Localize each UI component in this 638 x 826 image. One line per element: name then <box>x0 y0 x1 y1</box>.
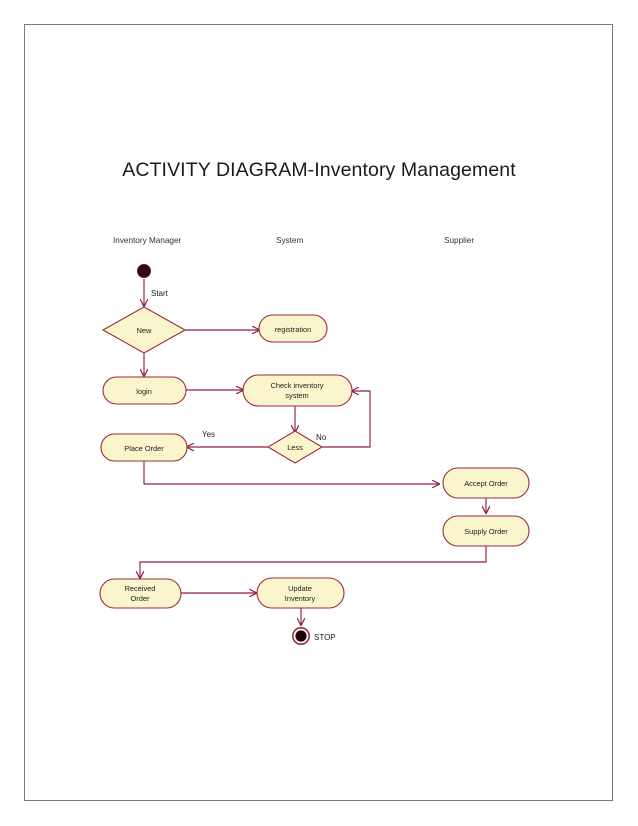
action-accept-order[interactable]: Accept Order <box>442 467 530 499</box>
action-update-inventory-label-line2: Inventory <box>285 594 316 603</box>
decision-less[interactable]: Less <box>266 430 324 464</box>
action-received-order[interactable]: Received Order <box>99 578 182 609</box>
action-login[interactable]: login <box>102 376 187 405</box>
action-accept-order-label: Accept Order <box>464 479 508 488</box>
decision-new[interactable]: New <box>101 306 187 354</box>
action-received-order-label-line2: Order <box>131 594 150 603</box>
action-place-order[interactable]: Place Order <box>100 433 188 462</box>
action-update-inventory[interactable]: Update Inventory <box>256 577 345 609</box>
edge-label-start: Start <box>151 289 169 298</box>
edge-less-to-check-inventory-no <box>322 391 371 448</box>
action-supply-order[interactable]: Supply Order <box>442 515 530 547</box>
swimlane-header-system: System <box>276 236 303 245</box>
action-registration-label: registration <box>275 325 312 334</box>
edge-label-yes: Yes <box>202 430 215 439</box>
action-place-order-label: Place Order <box>124 444 164 453</box>
decision-new-label: New <box>137 326 152 335</box>
initial-node[interactable] <box>137 264 151 278</box>
final-node-label: STOP <box>314 633 336 642</box>
swimlane-header-supplier: Supplier <box>444 236 474 245</box>
final-node[interactable] <box>291 626 310 645</box>
action-check-inventory-system-label-line1: Check inventory <box>271 381 324 390</box>
action-login-label: login <box>136 387 152 396</box>
action-registration[interactable]: registration <box>258 314 328 343</box>
action-check-inventory-system[interactable]: Check inventory system <box>242 374 353 407</box>
action-received-order-label-line1: Received <box>125 584 156 593</box>
decision-less-label: Less <box>287 443 303 452</box>
edge-label-no: No <box>316 433 327 442</box>
page-title: ACTIVITY DIAGRAM-Inventory Management <box>122 159 516 181</box>
action-supply-order-label: Supply Order <box>464 527 508 536</box>
action-update-inventory-label-line1: Update <box>288 584 312 593</box>
swimlane-header-inventory-manager: Inventory Manager <box>113 236 182 245</box>
action-check-inventory-system-label-line2: system <box>285 391 308 400</box>
edge-place-order-to-accept-order <box>143 461 439 484</box>
page-border <box>24 24 613 801</box>
edge-supply-order-to-received-order <box>140 546 487 578</box>
